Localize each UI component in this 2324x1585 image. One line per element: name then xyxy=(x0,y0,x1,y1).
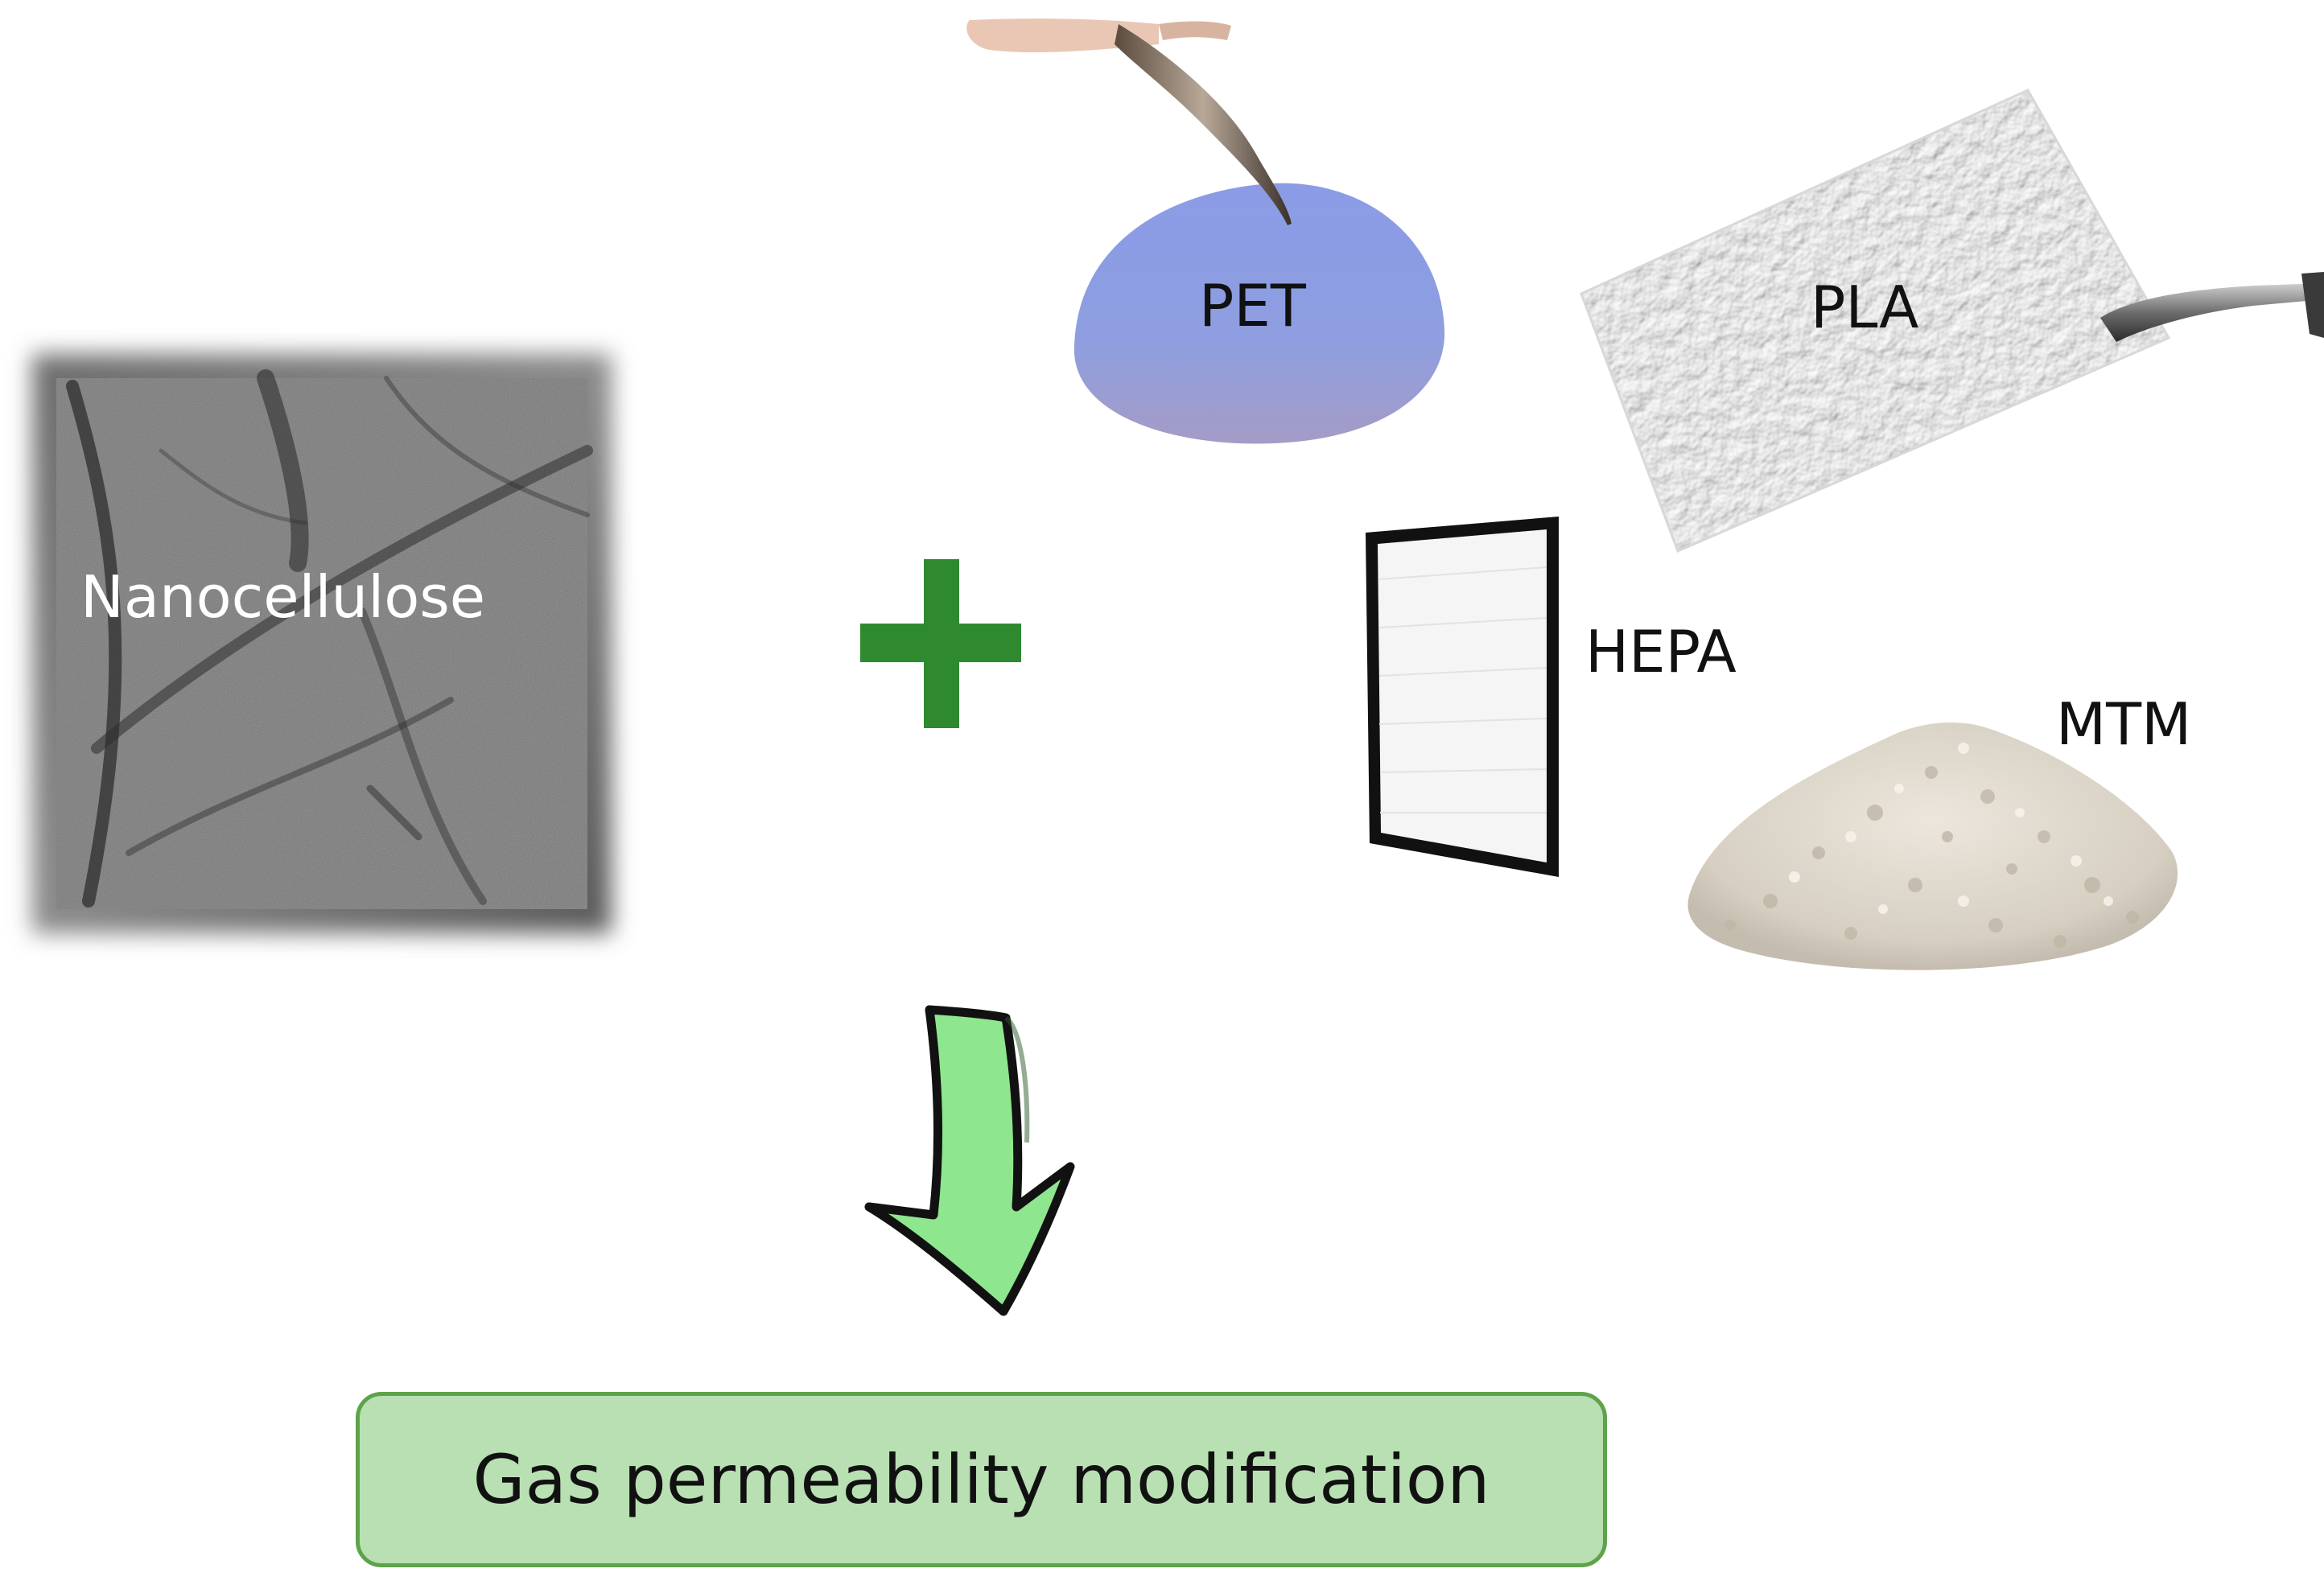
nanocellulose-image xyxy=(32,354,612,933)
result-label: Gas permeability modification xyxy=(472,1440,1490,1519)
plus-icon xyxy=(860,559,1021,728)
pla-label: PLA xyxy=(1811,274,1919,341)
pet-label: PET xyxy=(1199,272,1306,340)
nanocellulose-label: Nanocellulose xyxy=(80,563,486,631)
result-box: Gas permeability modification xyxy=(356,1392,1607,1567)
pla-film-image xyxy=(1580,89,2324,554)
down-arrow-icon xyxy=(864,1005,1075,1316)
mtm-label: MTM xyxy=(2056,690,2192,758)
hepa-label: HEPA xyxy=(1585,618,1737,685)
mtm-powder-image xyxy=(1687,723,2178,970)
pet-film-image xyxy=(966,19,1445,444)
hepa-filter-image xyxy=(1366,517,1559,877)
